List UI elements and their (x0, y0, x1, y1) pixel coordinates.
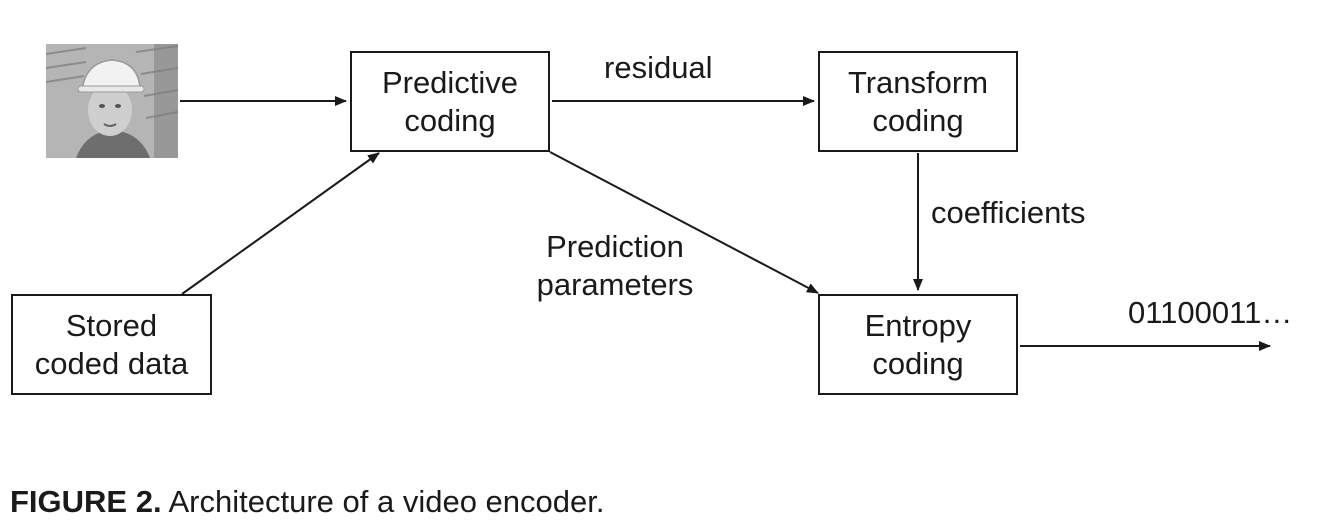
stored-coded-data-line2: coded data (34, 345, 189, 381)
transform-coding-line2: coding (872, 102, 964, 138)
coefficients-label: coefficients (931, 195, 1086, 230)
prediction-parameters-line2: parameters (536, 267, 694, 302)
arrow-predictive-to-entropy (549, 151, 819, 294)
transform-coding-box: Transform coding (818, 51, 1018, 152)
bitstream-output-label: 01100011… (1128, 295, 1293, 330)
figure-caption: FIGURE 2. Architecture of a video encode… (10, 484, 604, 520)
input-frame-image (46, 44, 178, 158)
predictive-coding-line1: Predictive (381, 64, 519, 100)
arrow-stored-to-predictive (181, 152, 380, 295)
entropy-coding-line1: Entropy (864, 307, 972, 343)
figure-caption-label: FIGURE 2. (10, 484, 162, 519)
stored-coded-data-line1: Stored (65, 307, 158, 343)
predictive-coding-box: Predictive coding (350, 51, 550, 152)
entropy-coding-line2: coding (872, 345, 964, 381)
stored-coded-data-box: Stored coded data (11, 294, 212, 395)
entropy-coding-box: Entropy coding (818, 294, 1018, 395)
residual-label: residual (604, 50, 713, 85)
transform-coding-line1: Transform (847, 64, 989, 100)
prediction-parameters-line1: Prediction (546, 229, 684, 264)
prediction-parameters-label: Prediction parameters (526, 228, 704, 304)
figure-caption-text: Architecture of a video encoder. (168, 484, 605, 519)
predictive-coding-line2: coding (404, 102, 496, 138)
